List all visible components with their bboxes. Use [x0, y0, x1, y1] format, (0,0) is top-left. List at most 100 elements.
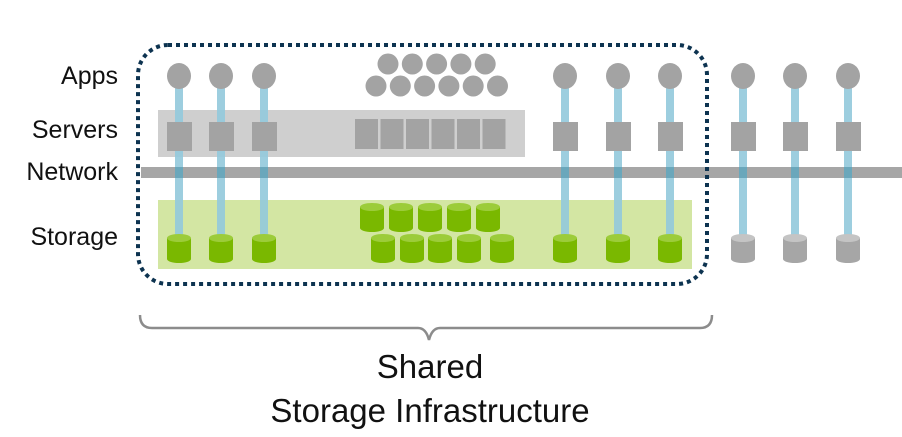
network-junction: [844, 167, 852, 178]
link-line: [561, 76, 569, 248]
consolidated-storage-disk: [490, 234, 514, 263]
app-node: [836, 63, 860, 89]
consolidated-server-node: [482, 119, 506, 149]
storage-disk: [731, 234, 755, 263]
server-node: [606, 122, 631, 151]
direct-attached-stack: [783, 63, 808, 263]
link-line: [666, 76, 674, 248]
cylinder-body: [418, 207, 442, 232]
cylinder-body: [167, 238, 191, 263]
cylinder-top: [252, 234, 276, 242]
row-label-storage: Storage: [30, 223, 118, 251]
row-label-apps: Apps: [61, 62, 118, 90]
cylinder-top: [658, 234, 682, 242]
direct-attached-stack: [731, 63, 756, 263]
caption-line-2: Storage Infrastructure: [270, 392, 590, 429]
link-line: [844, 76, 852, 248]
shared-stack: [606, 63, 631, 263]
cylinder-body: [658, 238, 682, 263]
network-bar: [141, 167, 902, 178]
consolidated-server-node: [380, 119, 404, 149]
cylinder-body: [553, 238, 577, 263]
cylinder-top: [476, 203, 500, 211]
app-node: [731, 63, 755, 89]
consolidated-app-node: [414, 75, 436, 97]
consolidated-server-node: [457, 119, 480, 149]
storage-disk: [252, 234, 276, 263]
network-junction: [217, 167, 225, 178]
network-junction: [791, 167, 799, 178]
cylinder-body: [457, 238, 481, 263]
shared-boundary: [136, 43, 709, 286]
cylinder-body: [731, 238, 755, 263]
consolidated-storage-disk: [457, 234, 481, 263]
server-node: [209, 122, 234, 151]
network-junction: [614, 167, 622, 178]
cylinder-body: [371, 238, 395, 263]
cylinder-top: [490, 234, 514, 242]
cylinder-body: [389, 207, 413, 232]
shared-stack: [658, 63, 683, 263]
cylinder-body: [490, 238, 514, 263]
shared-stack: [167, 63, 192, 263]
consolidated-storage-disk: [428, 234, 452, 263]
consolidated-storage-disk: [476, 203, 500, 232]
consolidated-storage-disk: [389, 203, 413, 232]
consolidated-app-node: [474, 53, 496, 75]
storage-disk: [836, 234, 860, 263]
consolidated-app-node: [462, 75, 484, 97]
consolidated-storage-disk: [400, 234, 424, 263]
consolidated-server-node: [406, 119, 429, 149]
link-line: [791, 76, 799, 248]
consolidated-app-node: [377, 53, 399, 75]
server-node: [783, 122, 808, 151]
app-node: [658, 63, 682, 89]
consolidated-app-node: [450, 53, 472, 75]
cylinder-top: [371, 234, 395, 242]
cylinder-top: [783, 234, 807, 242]
link-line: [217, 76, 225, 248]
storage-disk: [167, 234, 191, 263]
cylinder-body: [783, 238, 807, 263]
network-junction: [666, 167, 674, 178]
link-line: [614, 76, 622, 248]
cylinder-top: [400, 234, 424, 242]
consolidated-server-node: [355, 119, 378, 149]
consolidated-app-node: [426, 53, 448, 75]
link-line: [739, 76, 747, 248]
consolidated-server-node: [431, 119, 455, 149]
server-node: [553, 122, 578, 151]
cylinder-top: [360, 203, 384, 211]
cylinder-body: [476, 207, 500, 232]
network-junction: [175, 167, 183, 178]
cylinder-body: [428, 238, 452, 263]
link-line: [175, 76, 183, 248]
cylinder-body: [209, 238, 233, 263]
cylinder-top: [389, 203, 413, 211]
link-line: [260, 76, 268, 248]
cylinder-body: [447, 207, 471, 232]
consolidated-app-node: [389, 75, 411, 97]
app-node: [252, 63, 276, 89]
cylinder-body: [400, 238, 424, 263]
storage-disk: [553, 234, 577, 263]
app-node: [167, 63, 191, 89]
shared-stack: [209, 63, 234, 263]
cylinder-top: [606, 234, 630, 242]
cylinder-body: [252, 238, 276, 263]
cylinder-top: [836, 234, 860, 242]
cylinder-top: [167, 234, 191, 242]
app-node: [553, 63, 577, 89]
cylinder-top: [209, 234, 233, 242]
cylinder-top: [731, 234, 755, 242]
consolidated-storage-disk: [447, 203, 471, 232]
cylinder-top: [447, 203, 471, 211]
network-junction: [260, 167, 268, 178]
storage-disk: [658, 234, 682, 263]
storage-disk: [783, 234, 807, 263]
cylinder-body: [836, 238, 860, 263]
consolidated-storage-disk: [360, 203, 384, 232]
consolidated-storage-disk: [418, 203, 442, 232]
cylinder-top: [457, 234, 481, 242]
